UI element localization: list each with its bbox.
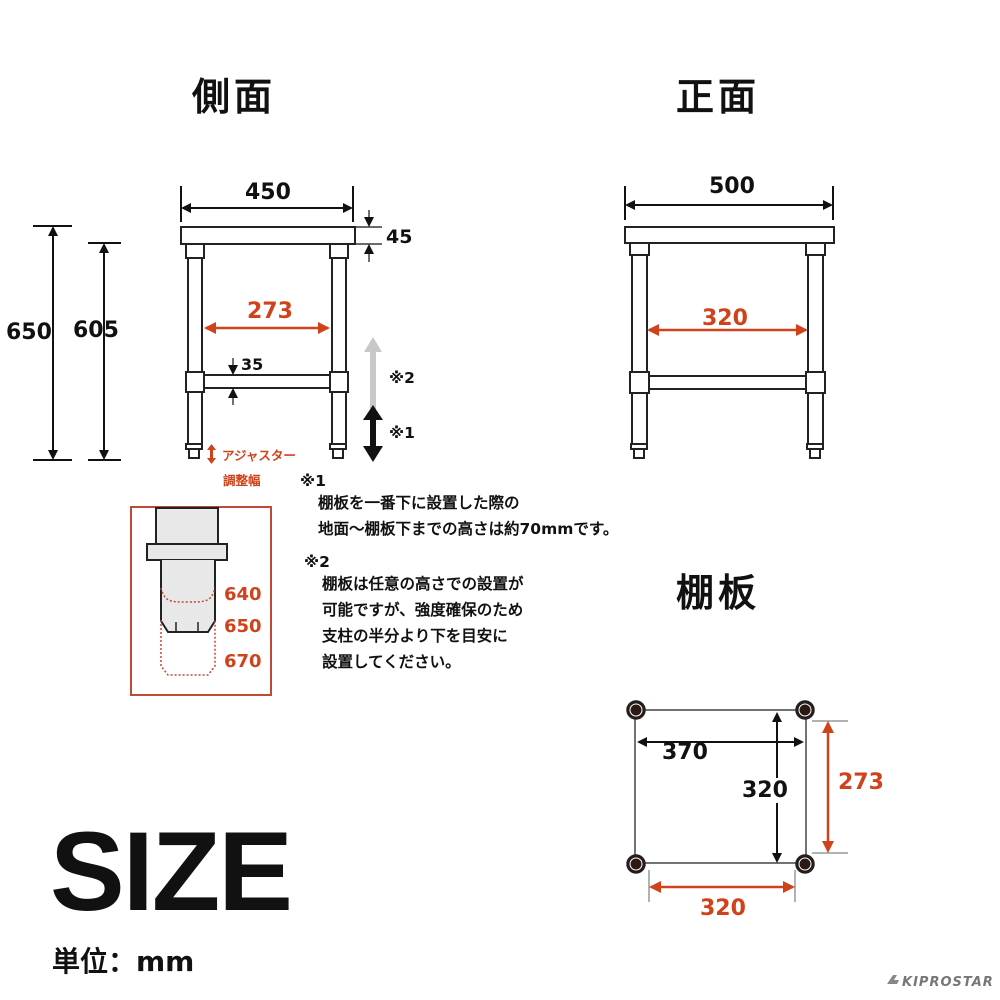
front-width-label: 500 bbox=[709, 174, 755, 199]
note-1-line-2: 地面～棚板下までの高さは約70mmです。 bbox=[318, 520, 619, 538]
adjuster-height-650: 650 bbox=[224, 616, 262, 637]
side-height-to-top-label: 605 bbox=[73, 318, 119, 343]
shelf-top-view-drawing bbox=[626, 700, 848, 902]
arrow-note-2: ※2 bbox=[389, 369, 415, 387]
note-2-line-1: 棚板は任意の高さでの設置が bbox=[322, 575, 524, 593]
side-top-thickness-label: 45 bbox=[386, 226, 413, 248]
shelf-inner-width-label: 320 bbox=[700, 896, 746, 921]
shelf-inner-depth-label: 273 bbox=[838, 770, 884, 795]
shelf-range-arrows bbox=[363, 337, 383, 462]
arrow-note-1: ※1 bbox=[389, 424, 415, 442]
note-2-line-4: 設置してください。 bbox=[322, 653, 461, 671]
adjuster-height-640: 640 bbox=[224, 584, 262, 605]
shelf-depth-label: 320 bbox=[742, 778, 788, 803]
side-view-dimension-lines bbox=[33, 186, 382, 461]
adjuster-detail-drawing bbox=[130, 506, 272, 696]
shelf-bar-height-label: 35 bbox=[241, 355, 264, 374]
adjuster-range-label: 調整幅 bbox=[223, 473, 261, 488]
side-inner-width-label: 273 bbox=[247, 299, 293, 324]
unit-label: 単位：mm bbox=[52, 945, 195, 978]
side-view-drawing bbox=[180, 226, 356, 459]
brand-logo-icon bbox=[887, 975, 899, 984]
front-view-dimension-lines bbox=[624, 186, 834, 220]
note-1-mark: ※1 bbox=[300, 472, 326, 490]
note-1-line-1: 棚板を一番下に設置した際の bbox=[318, 494, 520, 512]
brand-name: KIPROSTAR bbox=[902, 975, 994, 990]
side-view-title: 側面 bbox=[192, 75, 277, 119]
shelf-view-title: 棚板 bbox=[676, 571, 761, 615]
note-2: ※2 棚板は任意の高さでの設置が 可能ですが、強度確保のため 支柱の半分より下を… bbox=[304, 553, 524, 675]
note-2-mark: ※2 bbox=[304, 553, 330, 571]
adjuster-label: アジャスター bbox=[222, 448, 296, 463]
shelf-outer-width-label: 370 bbox=[662, 740, 708, 765]
side-total-height-label: 650 bbox=[6, 320, 52, 345]
adjuster-height-670: 670 bbox=[224, 651, 262, 672]
note-2-line-3: 支柱の半分より下を目安に bbox=[322, 627, 508, 645]
front-view-title: 正面 bbox=[676, 75, 761, 119]
size-heading: SIZE bbox=[50, 809, 293, 934]
side-width-label: 450 bbox=[245, 180, 291, 205]
front-inner-width-label: 320 bbox=[702, 306, 748, 331]
note-1: ※1 棚板を一番下に設置した際の 地面～棚板下までの高さは約70mmです。 bbox=[300, 472, 618, 542]
front-view-drawing bbox=[624, 226, 835, 459]
note-2-line-2: 可能ですが、強度確保のため bbox=[322, 601, 524, 619]
adjuster-range-icon bbox=[207, 444, 216, 464]
